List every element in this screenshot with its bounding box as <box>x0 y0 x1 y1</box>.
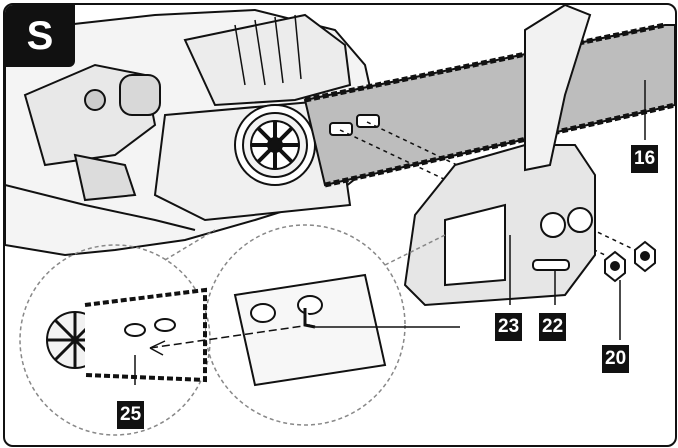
diagram-frame: S 16 23 22 20 25 <box>3 3 677 447</box>
callout-25: 25 <box>117 401 145 429</box>
callout-22: 22 <box>539 313 567 341</box>
sprocket-cover <box>403 5 596 307</box>
inset-right-detail <box>233 273 387 387</box>
section-letter-badge: S <box>5 5 75 67</box>
bar-nuts <box>604 240 656 283</box>
callout-23: 23 <box>495 313 523 341</box>
saw-body <box>5 8 387 257</box>
sprocket-drum <box>234 104 316 186</box>
leader-lines <box>134 80 646 385</box>
guide-bar <box>303 22 675 188</box>
callout-20: 20 <box>602 345 630 373</box>
callout-16: 16 <box>631 145 659 173</box>
chainsaw-assembly-illustration <box>5 5 675 436</box>
inset-left-detail <box>46 287 207 383</box>
